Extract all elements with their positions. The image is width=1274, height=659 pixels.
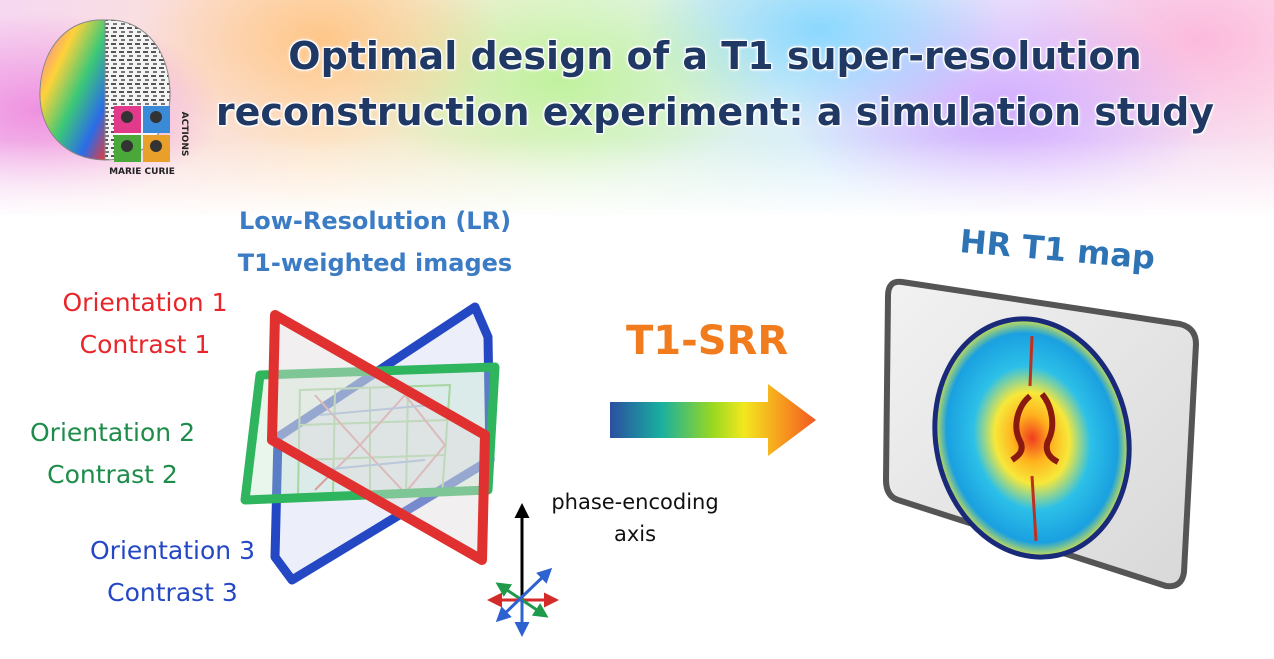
marie-curie-logo: MARIE CURIE ACTIONS [39,19,189,177]
orientation-3-text: Orientation 3 [90,536,255,565]
hr-t1-map-panel [883,278,1199,590]
lr-images-heading: Low-Resolution (LR) T1-weighted images [200,200,550,284]
phase-label-line2: axis [613,522,657,546]
orientation-1-text: Orientation 1 [62,288,228,317]
hr-t1-map-title: HR T1 map [958,222,1157,277]
phase-encoding-label: phase-encoding axis [540,486,730,550]
logo-text: MARIE CURIE [109,167,175,177]
orientation-3-label: Orientation 3 Contrast 3 [65,530,280,614]
t1-srr-label: T1-SRR [626,318,789,364]
lr-heading-line2: T1-weighted images [237,249,513,277]
srr-arrow [610,384,816,456]
axes-icon [487,503,559,637]
contrast-1-text: Contrast 1 [79,330,211,359]
header-banner-fade [0,140,1274,220]
slide-title-line2: reconstruction experiment: a simulation … [215,90,1215,134]
brain-t1-map [932,316,1132,560]
orientation-2-label: Orientation 2 Contrast 2 [5,412,220,496]
slide-title-line1: Optimal design of a T1 super-resolution [288,34,1142,78]
phase-label-line1: phase-encoding [551,490,719,514]
contrast-3-text: Contrast 3 [107,578,238,607]
red-slice-plane [267,310,490,565]
orientation-1-label: Orientation 1 Contrast 1 [40,282,250,366]
orientation-2-text: Orientation 2 [30,418,195,447]
slide-title: Optimal design of a T1 super-resolution … [200,28,1230,140]
lr-heading-line1: Low-Resolution (LR) [238,207,512,235]
contrast-2-text: Contrast 2 [47,460,178,489]
logo-side-text: ACTIONS [179,112,189,157]
slice-planes-diagram [240,302,500,585]
